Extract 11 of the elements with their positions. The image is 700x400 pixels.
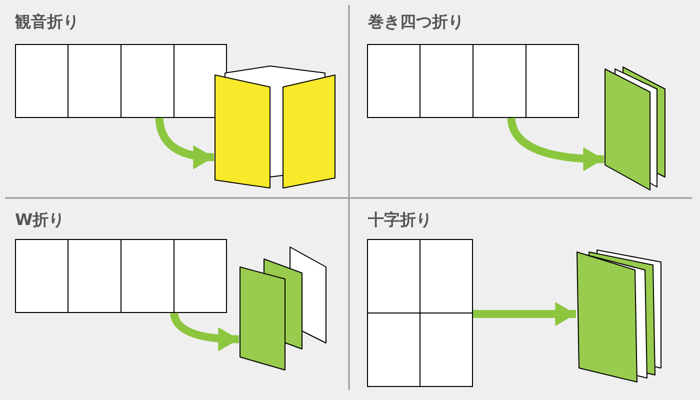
section-title: 十字折り (368, 210, 432, 230)
folded-leaflet-drawing (605, 67, 665, 190)
unfolded-sheet (15, 44, 227, 118)
folded-leaflet-drawing (215, 65, 335, 188)
arrow (473, 302, 576, 326)
section-title: 巻き四つ折り (368, 12, 464, 32)
unfolded-sheet (367, 44, 579, 118)
section-title: 観音折り (15, 12, 79, 32)
unfolded-sheet (15, 239, 227, 313)
section-title: W折り (15, 210, 65, 230)
unfolded-sheet (367, 239, 473, 387)
